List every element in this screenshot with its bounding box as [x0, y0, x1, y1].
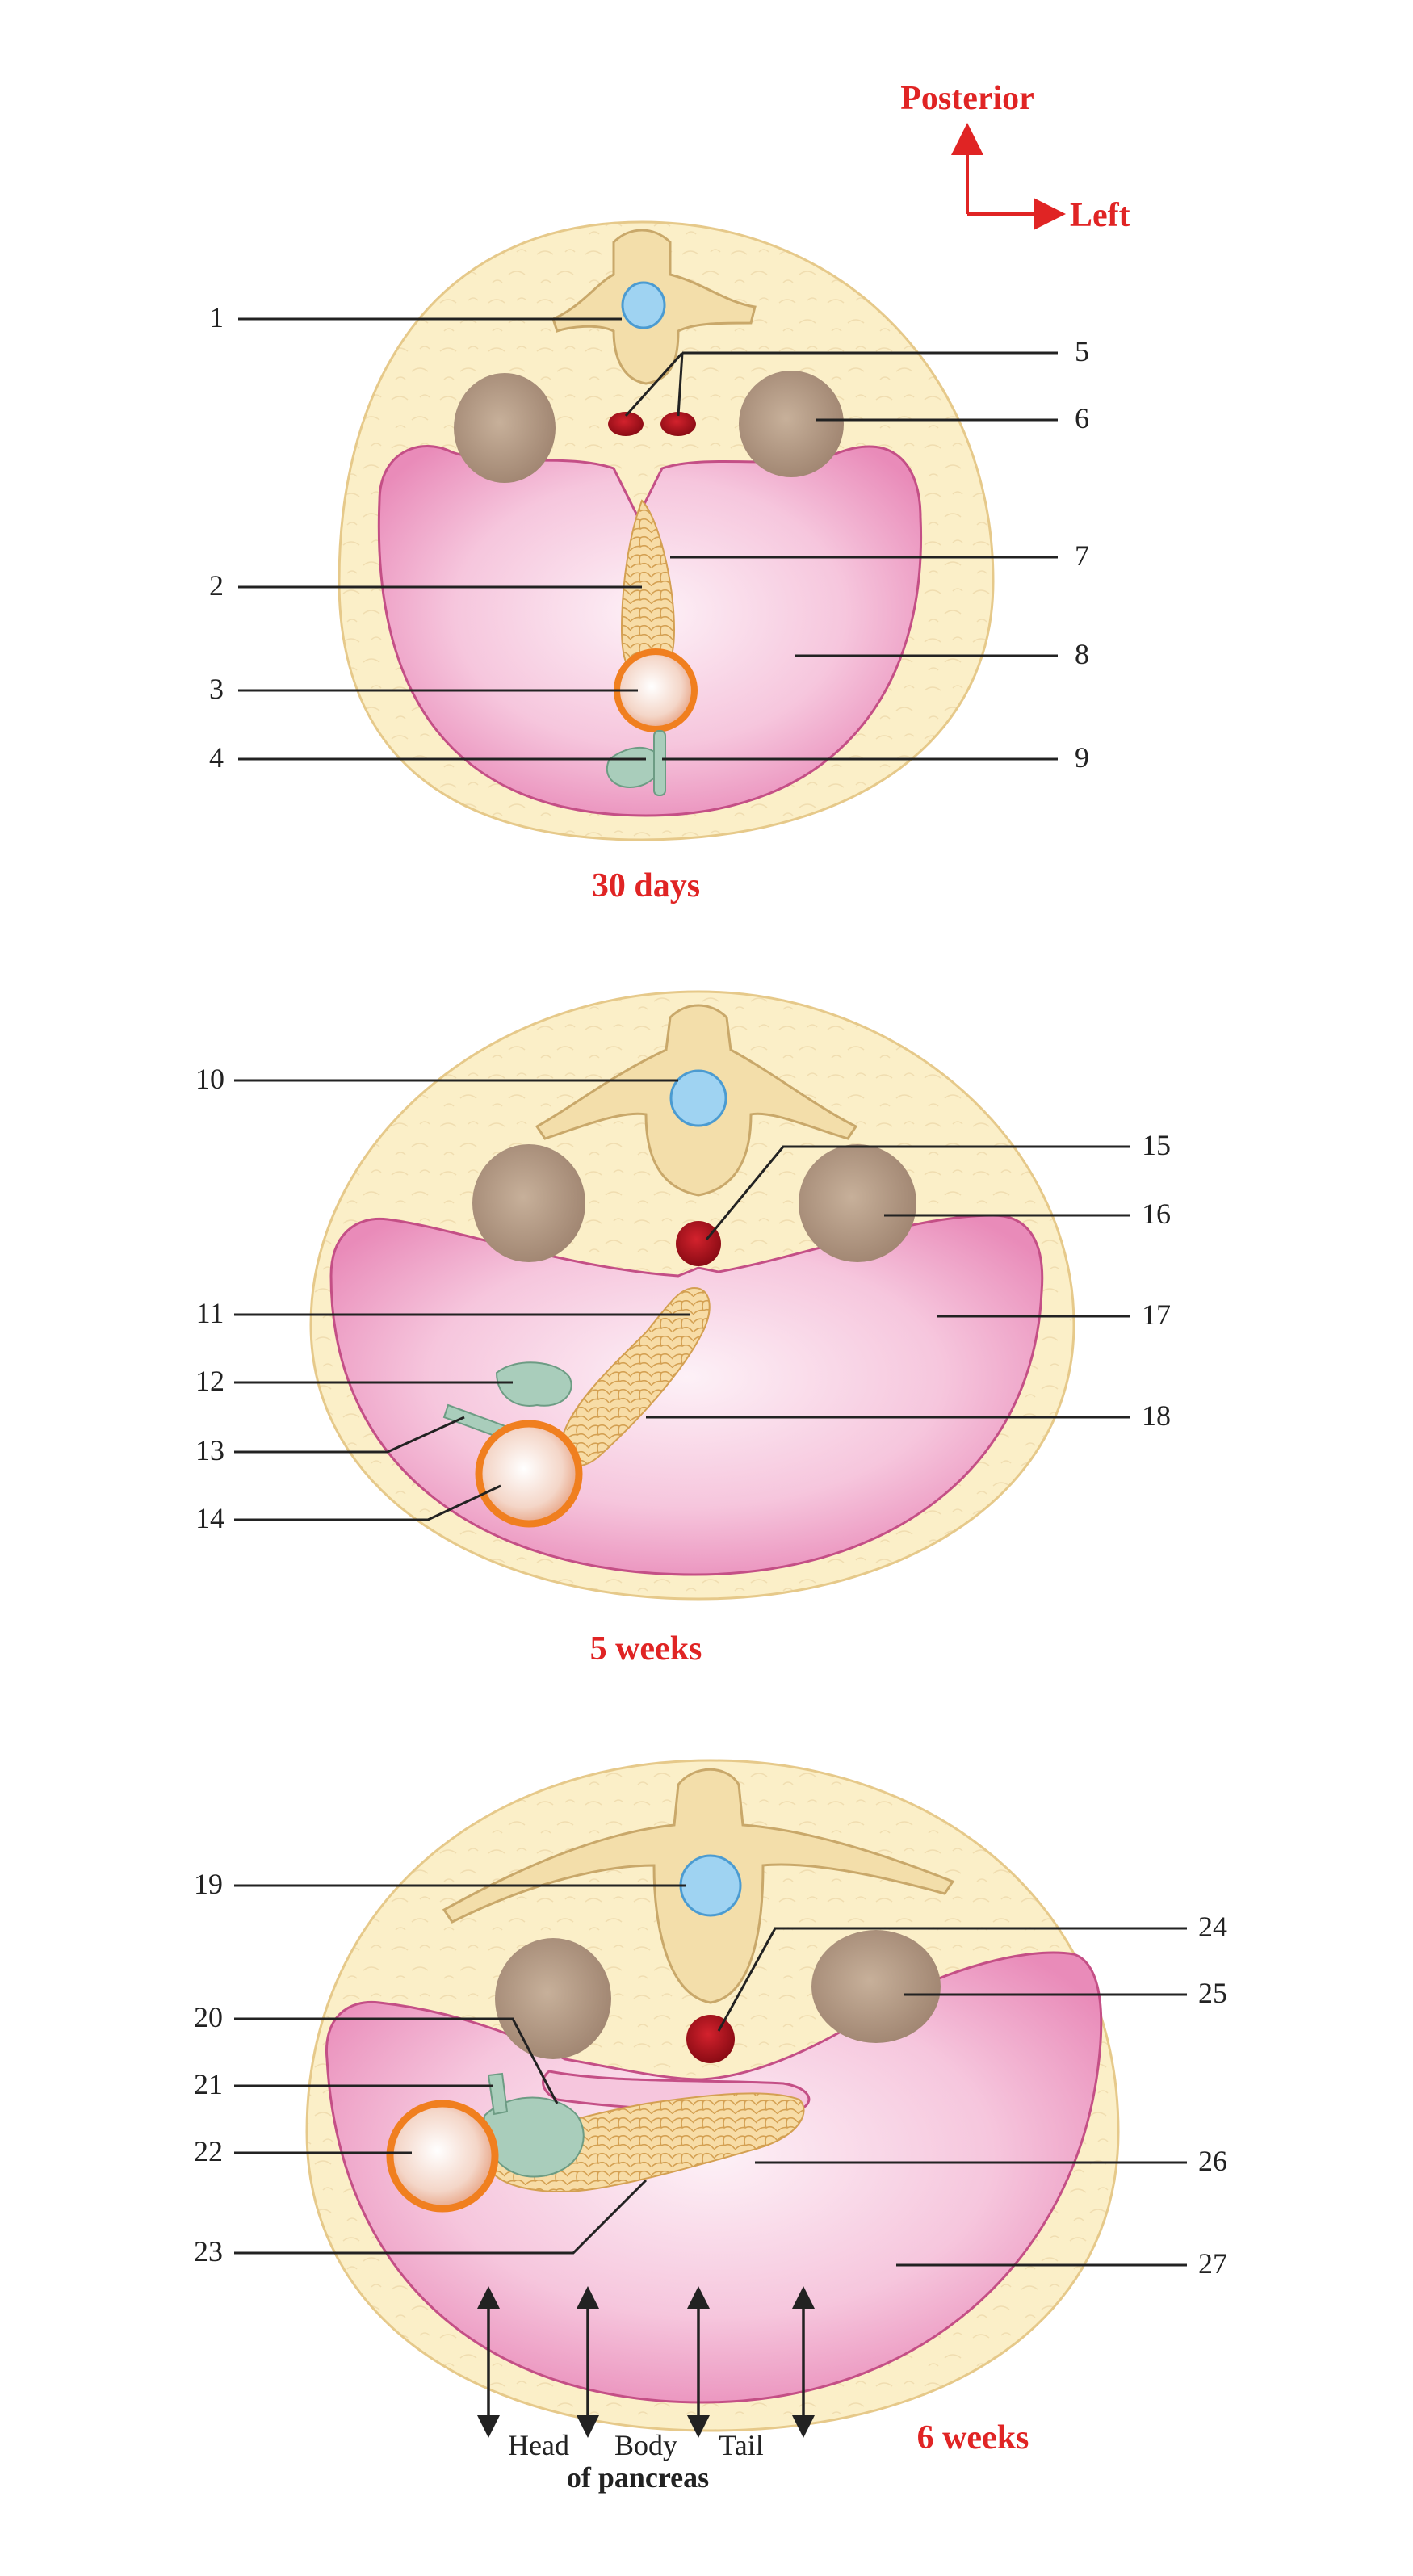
aorta	[676, 1221, 721, 1266]
ventral-pancreas	[495, 1361, 572, 1407]
label-25: 25	[1198, 1977, 1227, 2009]
duodenum	[386, 2100, 499, 2213]
label-24: 24	[1198, 1911, 1227, 1943]
stage1-numbers: 1 2 3 4 5 6 7 8 9	[209, 301, 1089, 774]
stage-6-weeks: 6 weeks	[305, 1759, 1120, 2456]
pancreas-part-labels: Head Body Tail of pancreas	[508, 2429, 764, 2494]
left-kidney	[495, 1938, 611, 2059]
label-13: 13	[195, 1434, 224, 1466]
left-kidney	[472, 1144, 585, 1262]
label-21: 21	[194, 2068, 223, 2100]
label-22: 22	[194, 2135, 223, 2167]
body-label: Body	[614, 2429, 677, 2461]
label-3: 3	[209, 673, 224, 705]
stage-label: 6 weeks	[917, 2419, 1029, 2456]
posterior-label: Posterior	[900, 80, 1034, 117]
stage3-leaders	[234, 1884, 1187, 2267]
aorta-left	[660, 412, 696, 436]
label-6: 6	[1075, 402, 1089, 434]
orientation-indicator: Posterior Left	[900, 80, 1130, 234]
label-16: 16	[1142, 1198, 1171, 1230]
bile-duct	[653, 730, 666, 796]
label-2: 2	[209, 569, 224, 602]
label-20: 20	[194, 2001, 223, 2033]
label-9: 9	[1075, 741, 1089, 774]
label-15: 15	[1142, 1129, 1171, 1161]
left-kidney	[454, 373, 556, 483]
label-4: 4	[209, 741, 224, 774]
label-12: 12	[195, 1365, 224, 1397]
stage2-leaders	[234, 1079, 1130, 1521]
bile-duct	[487, 2072, 509, 2116]
pancreas	[492, 2092, 805, 2192]
pancreas-caption: of pancreas	[567, 2461, 709, 2494]
duodenum	[475, 1420, 583, 1528]
stage-label: 30 days	[592, 867, 700, 904]
stage1-leaders	[238, 317, 1058, 761]
label-27: 27	[1198, 2247, 1227, 2280]
label-26: 26	[1198, 2145, 1227, 2177]
label-7: 7	[1075, 539, 1089, 572]
stage-5-weeks: 5 weeks	[309, 990, 1075, 1668]
label-5: 5	[1075, 335, 1089, 367]
ventral-pancreas-head	[483, 2096, 585, 2178]
stage3-numbers: 19 20 21 22 23 24 25 26 27	[194, 1868, 1227, 2280]
tail-label: Tail	[719, 2429, 763, 2461]
label-10: 10	[195, 1063, 224, 1095]
left-label: Left	[1070, 197, 1130, 234]
right-kidney	[811, 1930, 941, 2043]
head-label: Head	[508, 2429, 569, 2461]
label-19: 19	[194, 1868, 223, 1900]
spinal-cord	[679, 1854, 742, 1917]
label-14: 14	[195, 1502, 224, 1534]
stage2-numbers: 10 11 12 13 14 15 16 17 18	[195, 1063, 1171, 1534]
label-23: 23	[194, 2235, 223, 2268]
stage-30-days: 30 days	[338, 220, 995, 904]
label-17: 17	[1142, 1298, 1171, 1331]
spinal-cord	[621, 281, 666, 329]
label-1: 1	[209, 301, 224, 334]
right-kidney	[799, 1144, 916, 1262]
aorta-right	[608, 412, 644, 436]
label-8: 8	[1075, 638, 1089, 670]
stage-label: 5 weeks	[590, 1630, 702, 1668]
right-kidney	[739, 371, 844, 477]
label-18: 18	[1142, 1399, 1171, 1432]
aorta	[686, 2015, 735, 2063]
pancreas-part-arrows	[477, 2286, 815, 2438]
spinal-cord	[669, 1069, 727, 1127]
label-11: 11	[196, 1297, 224, 1329]
